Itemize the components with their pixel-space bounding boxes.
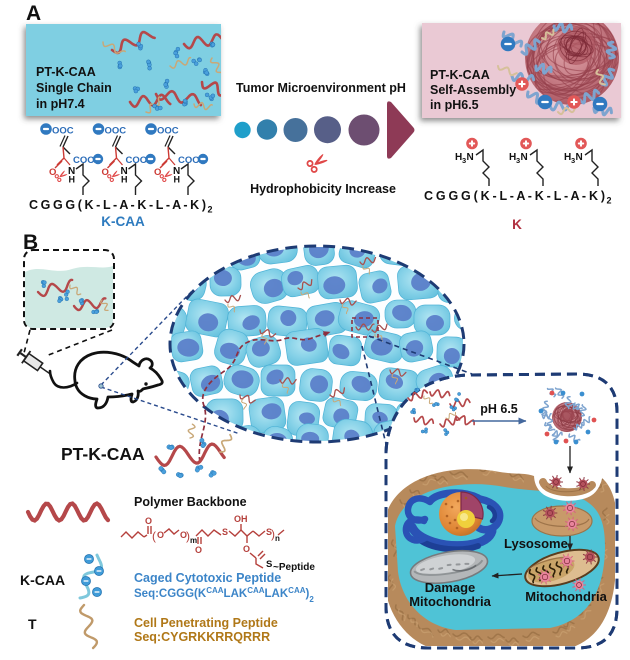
svg-text:O: O [195,545,202,555]
svg-text:m: m [190,536,197,545]
svg-text:PT-K-CAA: PT-K-CAA [36,65,96,79]
svg-text:O: O [102,167,109,178]
svg-text:O: O [154,167,161,178]
svg-text:A: A [26,2,41,25]
svg-text:O: O [157,530,164,540]
svg-text:Hydrophobicity Increase: Hydrophobicity Increase [250,182,396,196]
svg-text:PT-K-CAA: PT-K-CAA [61,444,145,464]
svg-text:K: K [512,217,522,232]
svg-text:Mitochondria: Mitochondria [409,594,491,609]
svg-text:OH: OH [234,514,248,524]
svg-text:(: ( [152,529,156,543]
svg-text:~Peptide: ~Peptide [273,562,315,573]
svg-text:O: O [145,516,152,526]
svg-text:COO: COO [178,155,200,166]
svg-text:3: 3 [462,156,466,165]
svg-text:N: N [467,152,474,163]
svg-text:T: T [28,616,37,632]
svg-text:pH 6.5: pH 6.5 [480,402,518,416]
svg-text:Self-Assembly: Self-Assembly [430,83,516,97]
svg-text:Polymer Backbone: Polymer Backbone [134,495,247,509]
svg-text:Seq:CYGRKKRRQRRR: Seq:CYGRKKRRQRRR [134,630,270,644]
svg-text:OOC: OOC [157,126,179,137]
svg-text:H: H [564,152,571,163]
svg-text:Single Chain: Single Chain [36,81,112,95]
svg-text:Seq:CGGG(KCAALAKCAALAKCAA)2: Seq:CGGG(KCAALAKCAALAKCAA)2 [134,586,314,604]
svg-text:H: H [455,152,462,163]
svg-text:H: H [509,152,516,163]
svg-text:2: 2 [607,196,612,206]
svg-text:N: N [68,166,75,177]
svg-text:O: O [180,530,187,540]
svg-text:S: S [222,527,228,537]
svg-text:COO: COO [73,155,95,166]
svg-text:K-CAA: K-CAA [101,214,145,229]
svg-text:2: 2 [208,205,213,215]
svg-text:Caged Cytotoxic Peptide: Caged Cytotoxic Peptide [134,571,281,585]
svg-text:N: N [173,166,180,177]
svg-text:COO: COO [126,155,148,166]
svg-text:n: n [275,534,280,543]
svg-text:in pH6.5: in pH6.5 [430,98,479,112]
svg-text:H: H [121,175,128,185]
svg-text:3: 3 [571,156,575,165]
svg-text:H: H [174,175,181,185]
svg-text:Lysosome: Lysosome [504,536,568,551]
svg-text:C G G G ( K - L - A - K - L -: C G G G ( K - L - A - K - L - A - K ) [29,198,206,212]
svg-text:Tumor Microenvironment pH: Tumor Microenvironment pH [236,81,406,95]
svg-text:N: N [576,152,583,163]
svg-text:Mitochondria: Mitochondria [525,589,607,604]
svg-text:K-CAA: K-CAA [20,572,65,588]
svg-text:S: S [266,559,272,570]
svg-text:PT-K-CAA: PT-K-CAA [430,68,490,82]
svg-text:N: N [521,152,528,163]
svg-text:Cell Penetrating Peptide: Cell Penetrating Peptide [134,616,278,630]
svg-text:): ) [186,529,190,543]
svg-text:S: S [266,527,272,537]
svg-text:in pH7.4: in pH7.4 [36,97,85,111]
svg-text:O: O [243,544,250,554]
svg-text:B: B [23,231,38,254]
svg-text:): ) [271,527,275,541]
svg-text:H: H [69,175,76,185]
svg-text:N: N [121,166,128,177]
svg-text:3: 3 [516,156,520,165]
svg-text:C G G G ( K - L - A - K - L -: C G G G ( K - L - A - K - L - A - K ) [424,189,605,203]
svg-text:OOC: OOC [52,126,74,137]
svg-text:OOC: OOC [105,126,127,137]
svg-text:O: O [49,167,56,178]
svg-text:Damage: Damage [425,580,476,595]
